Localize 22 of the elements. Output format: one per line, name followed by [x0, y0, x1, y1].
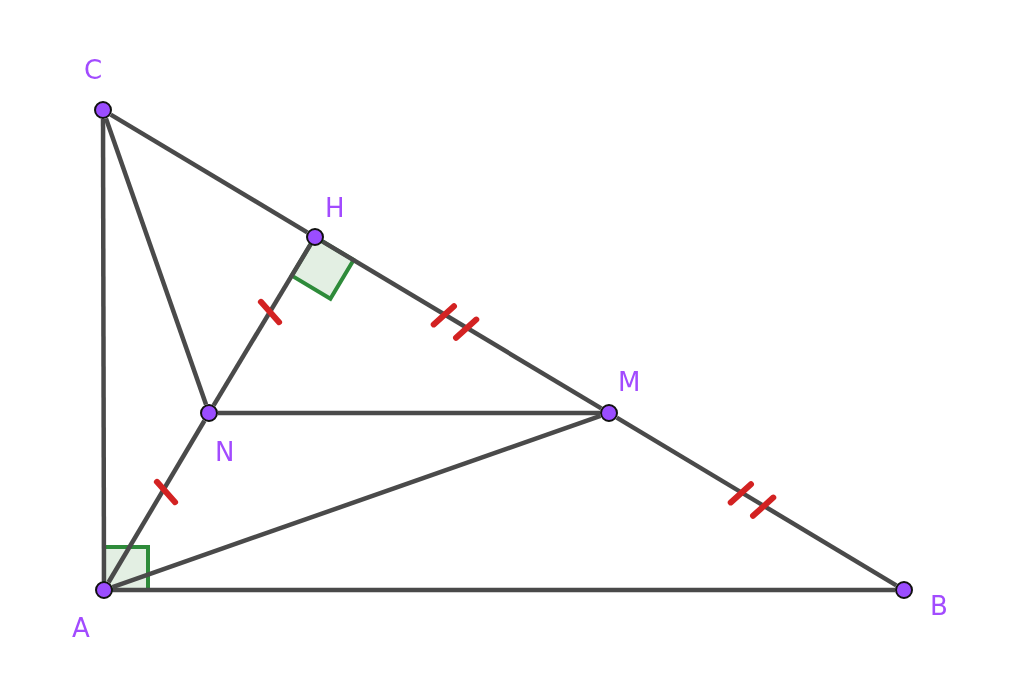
- point-marker: [200, 404, 218, 422]
- point-label: B: [930, 592, 948, 620]
- line-segment: [321, 239, 603, 411]
- point-label: N: [215, 438, 235, 466]
- point-marker: [95, 581, 113, 599]
- line-segment: [109, 112, 309, 235]
- line-segment: [100, 119, 107, 581]
- line-segment: [218, 410, 600, 416]
- point-marker: [600, 404, 618, 422]
- point-marker: [895, 581, 913, 599]
- point-marker: [94, 101, 112, 119]
- point-label: H: [325, 194, 345, 222]
- point-label: M: [618, 368, 641, 396]
- line-segment: [615, 415, 898, 588]
- point-marker: [306, 228, 324, 246]
- line-segment: [111, 413, 602, 590]
- point-label: A: [72, 614, 90, 642]
- line-segment: [106, 419, 207, 584]
- line-segment: [113, 587, 895, 593]
- line-segment: [211, 243, 313, 407]
- point-label: C: [84, 56, 103, 84]
- line-segment: [103, 117, 209, 406]
